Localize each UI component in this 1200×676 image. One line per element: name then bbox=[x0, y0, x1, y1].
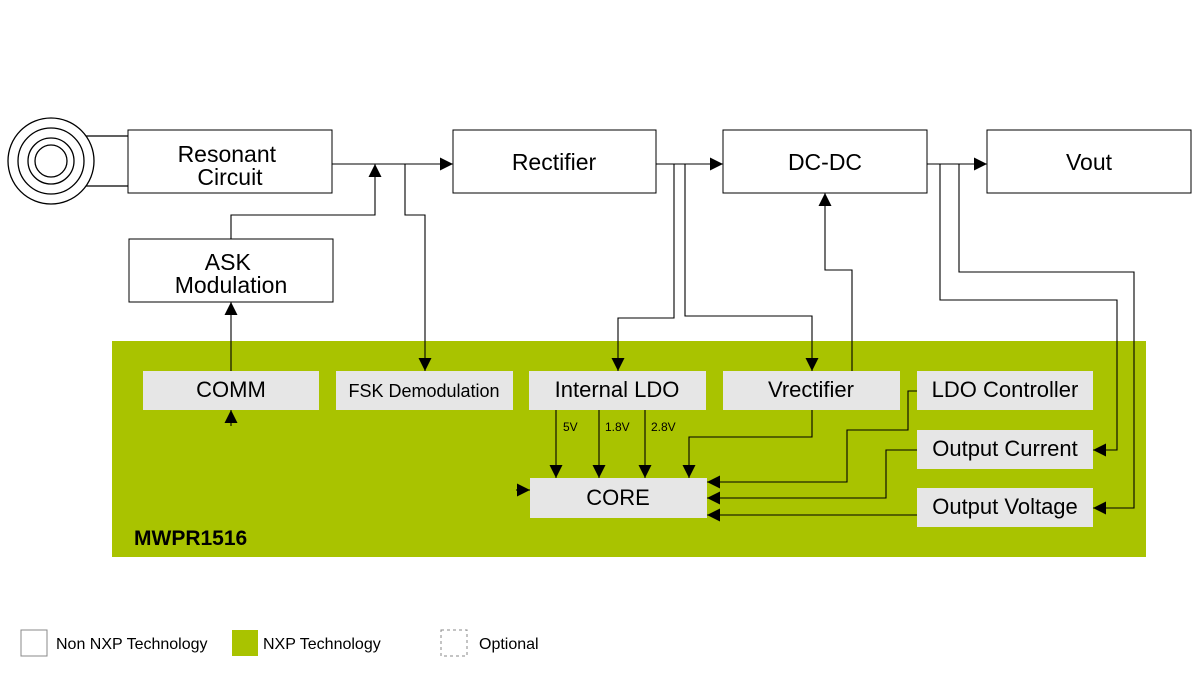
wire-bus-to-fsk bbox=[404, 164, 432, 371]
core-block: CORE bbox=[530, 478, 707, 518]
wire-vrectifier-to-core bbox=[682, 410, 813, 478]
ask-label-line1: ASK bbox=[205, 249, 252, 275]
wire-vrectifier-to-dcdc bbox=[818, 193, 853, 371]
coil-icon bbox=[7, 117, 128, 205]
svg-text:Resonant Circuit: Resonant Circuit bbox=[178, 141, 283, 190]
vrectifier-block: Vrectifier bbox=[723, 371, 900, 410]
connection-lines bbox=[224, 157, 1135, 522]
legend-optional-label: Optional bbox=[479, 636, 539, 653]
wire-sense-output-voltage bbox=[958, 164, 1135, 515]
wire-sense-output-current bbox=[939, 164, 1118, 457]
resonant-label-line2: Circuit bbox=[197, 164, 263, 190]
resonant-circuit-block: Resonant Circuit bbox=[127, 129, 333, 194]
wire-ldo-controller-to-core bbox=[707, 390, 917, 489]
wire-output-current-to-core bbox=[707, 449, 917, 505]
internal-ldo-block: Internal LDO bbox=[529, 371, 706, 410]
svg-text:Vout: Vout bbox=[1066, 149, 1113, 175]
wire-rect-to-internal-ldo bbox=[611, 164, 675, 371]
svg-text:FSK Demodulation: FSK Demodulation bbox=[348, 381, 499, 401]
wire-ask-to-bus bbox=[230, 164, 382, 239]
svg-text:LDO Controller: LDO Controller bbox=[932, 377, 1079, 402]
voltage-label-1-8v: 1.8V bbox=[605, 420, 630, 434]
svg-text:Output Voltage: Output Voltage bbox=[932, 494, 1078, 519]
svg-text:Rectifier: Rectifier bbox=[512, 149, 597, 175]
legend: Non NXP Technology NXP Technology Option… bbox=[20, 629, 539, 657]
fsk-demodulation-block: FSK Demodulation bbox=[336, 371, 513, 410]
chip-name: MWPR1516 bbox=[134, 527, 247, 550]
comm-block: COMM bbox=[143, 371, 319, 410]
svg-text:ASK Modulation: ASK Modulation bbox=[175, 249, 288, 298]
vout-block: Vout bbox=[986, 129, 1192, 194]
svg-text:COMM: COMM bbox=[196, 377, 266, 402]
dcdc-block: DC-DC bbox=[722, 129, 928, 194]
legend-nxp-label: NXP Technology bbox=[263, 636, 381, 653]
rectifier-block: Rectifier bbox=[452, 129, 657, 194]
wire-rect-to-vrectifier bbox=[684, 164, 819, 371]
resonant-label-line1: Resonant bbox=[178, 141, 277, 167]
svg-text:Output Current: Output Current bbox=[932, 436, 1078, 461]
ask-label-line2: Modulation bbox=[175, 272, 288, 298]
voltage-label-2-8v: 2.8V bbox=[651, 420, 676, 434]
output-voltage-block: Output Voltage bbox=[917, 488, 1093, 527]
ldo-controller-block: LDO Controller bbox=[917, 371, 1093, 410]
svg-text:DC-DC: DC-DC bbox=[788, 149, 862, 175]
legend-nxp-swatch bbox=[232, 630, 258, 656]
legend-non-nxp-label: Non NXP Technology bbox=[56, 636, 208, 653]
svg-text:Internal LDO: Internal LDO bbox=[555, 377, 680, 402]
svg-text:Vrectifier: Vrectifier bbox=[768, 377, 854, 402]
legend-optional-swatch bbox=[440, 629, 468, 657]
output-current-block: Output Current bbox=[917, 430, 1093, 469]
legend-non-nxp-swatch bbox=[20, 629, 48, 657]
ask-modulation-block: ASK Modulation bbox=[128, 238, 334, 303]
voltage-label-5v: 5V bbox=[563, 420, 578, 434]
svg-text:CORE: CORE bbox=[586, 485, 650, 510]
